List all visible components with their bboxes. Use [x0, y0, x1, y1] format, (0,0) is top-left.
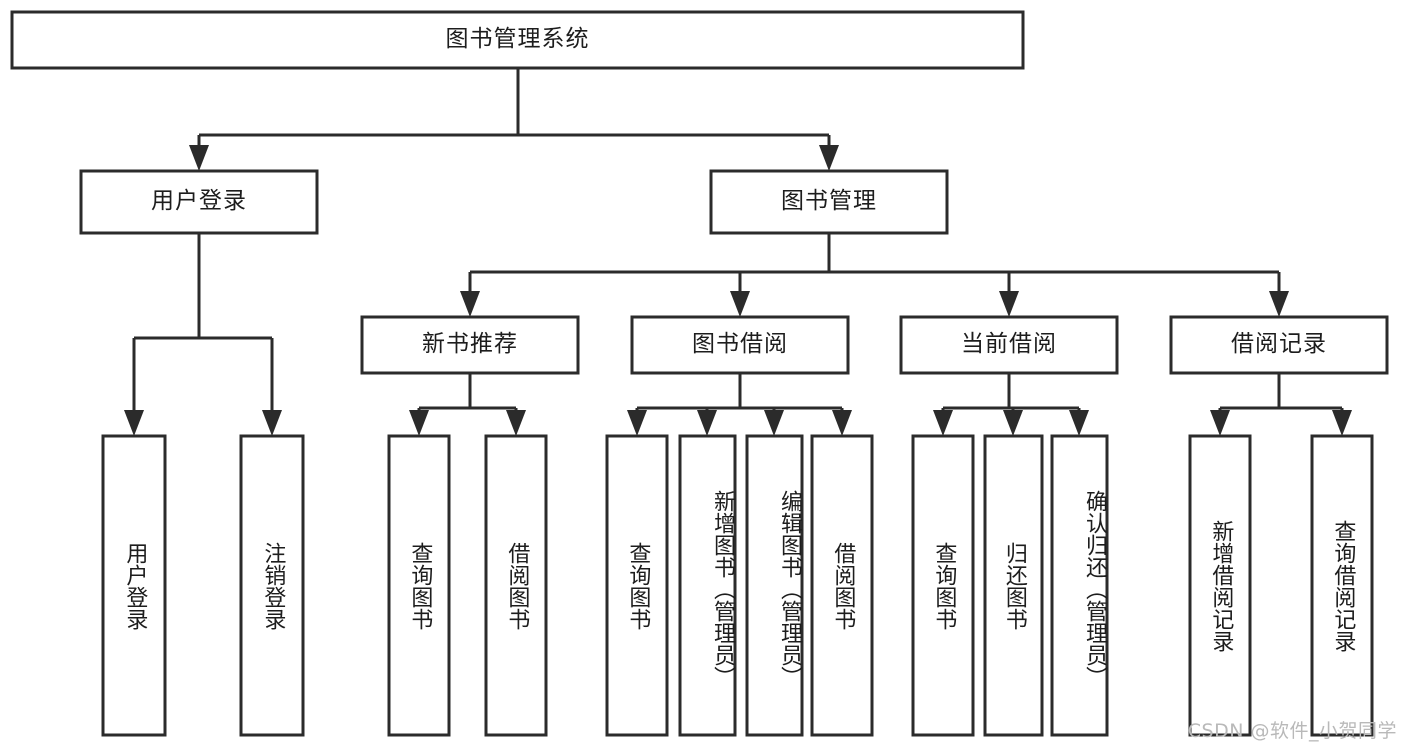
arrow-head-leaf-add-borrow-record: [1210, 410, 1230, 436]
arrow-head-leaf-user-login: [124, 410, 144, 436]
node-box-leaf-user-login[interactable]: [101, 434, 167, 737]
arrow-head-leaf-query-book-borrow: [627, 410, 647, 436]
arrow-head-new-book-recommend: [460, 291, 480, 317]
connector-root-to-level1: [197, 68, 831, 155]
node-box-leaf-borrow-book-recommend[interactable]: [484, 434, 548, 737]
node-box-leaf-edit-book-admin[interactable]: [745, 434, 804, 737]
node-box-user-login[interactable]: [79, 169, 319, 235]
connector-user-login-to-leaves: [132, 233, 274, 420]
arrow-head-leaf-query-book-current: [933, 410, 953, 436]
arrow-head-leaf-add-book-admin: [697, 410, 717, 436]
node-box-borrow-records[interactable]: [1169, 315, 1389, 375]
node-box-leaf-query-borrow-record[interactable]: [1310, 434, 1374, 737]
arrow-head-book-borrow: [730, 291, 750, 317]
node-box-current-borrow[interactable]: [899, 315, 1119, 375]
arrow-head-leaf-return-book: [1003, 410, 1023, 436]
node-box-new-book-recommend[interactable]: [360, 315, 580, 375]
node-box-book-borrow[interactable]: [630, 315, 850, 375]
arrow-head-current-borrow: [999, 291, 1019, 317]
arrow-head-book-management: [819, 145, 839, 171]
connector-book-borrow-to-leaves: [635, 373, 844, 420]
connector-borrow-records-to-leaves: [1218, 373, 1344, 420]
arrow-head-leaf-logout: [262, 410, 282, 436]
arrow-head-leaf-borrow-book-recommend: [506, 410, 526, 436]
arrow-head-leaf-edit-book-admin: [764, 410, 784, 436]
connector-new-book-recommend-to-leaves: [417, 373, 518, 420]
node-box-leaf-borrow-book-borrow[interactable]: [810, 434, 874, 737]
node-box-leaf-query-book-current[interactable]: [911, 434, 975, 737]
node-box-book-management[interactable]: [709, 169, 949, 235]
node-box-leaf-return-book[interactable]: [983, 434, 1044, 737]
node-box-leaf-add-book-admin[interactable]: [678, 434, 737, 737]
node-box-leaf-query-book-borrow[interactable]: [605, 434, 669, 737]
arrow-head-leaf-confirm-return-admin: [1069, 410, 1089, 436]
node-box-root[interactable]: [10, 10, 1025, 70]
node-box-leaf-add-borrow-record[interactable]: [1188, 434, 1252, 737]
node-box-leaf-logout[interactable]: [239, 434, 305, 737]
node-box-leaf-confirm-return-admin[interactable]: [1050, 434, 1109, 737]
arrow-head-leaf-borrow-book-borrow: [832, 410, 852, 436]
arrow-head-leaf-query-book-recommend: [409, 410, 429, 436]
arrow-head-leaf-query-borrow-record: [1332, 410, 1352, 436]
arrow-head-user-login: [189, 145, 209, 171]
connector-book-management-to-level2: [468, 233, 1281, 301]
arrow-head-borrow-records: [1269, 291, 1289, 317]
node-box-leaf-query-book-recommend[interactable]: [387, 434, 451, 737]
csdn-watermark: CSDN @软件_小贺同学: [1187, 720, 1397, 742]
